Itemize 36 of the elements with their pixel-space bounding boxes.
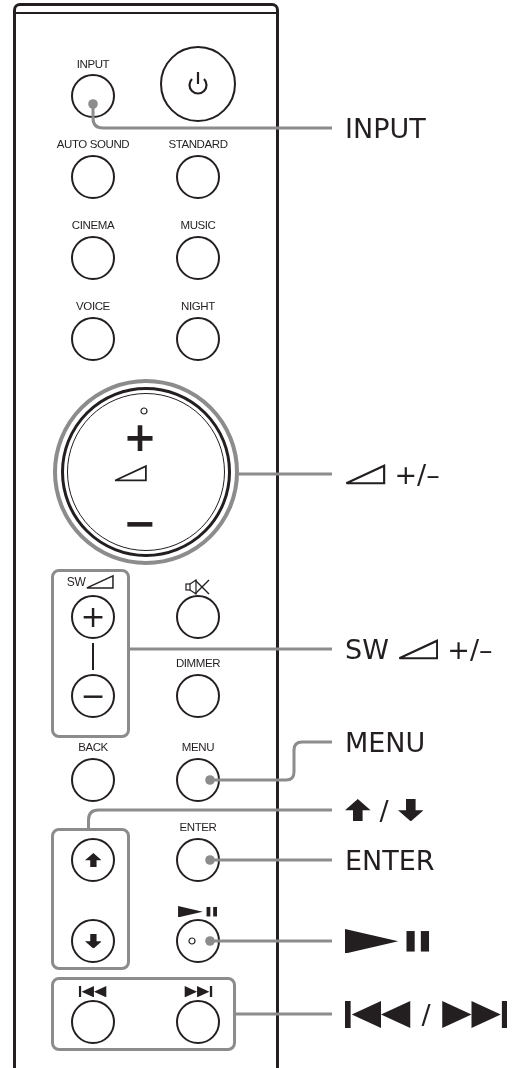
button-symbol: −	[80, 681, 106, 711]
connector-line	[92, 642, 94, 671]
button-label: VOICE	[75, 299, 111, 313]
leader-line	[239, 472, 332, 476]
button-label: BACK	[77, 740, 109, 754]
button-group-frame	[51, 569, 130, 738]
button-label: MENU	[180, 740, 216, 754]
button-label: AUTO SOUND	[55, 137, 131, 151]
leader-line	[88, 99, 332, 130]
dial-symbol: +	[122, 417, 158, 457]
button-group-frame	[51, 828, 130, 970]
callout-label: ENTER	[345, 844, 435, 876]
button-group-frame	[51, 977, 236, 1051]
callout-label: +/–	[447, 633, 493, 665]
group-label: SW	[66, 574, 86, 589]
remote-control-body	[13, 3, 279, 1068]
leader-line	[236, 1012, 332, 1016]
button-label: STANDARD	[167, 137, 229, 151]
button-label: INPUT	[75, 57, 111, 71]
leader-line	[205, 936, 332, 946]
button-label: DIMMER	[174, 656, 222, 670]
leader-line	[205, 740, 332, 785]
callout-label: MENU	[345, 726, 426, 758]
button-label: NIGHT	[180, 299, 216, 313]
callout-label: +/–	[394, 458, 440, 490]
button-label: MUSIC	[179, 218, 217, 232]
callout-label: /	[421, 998, 431, 1030]
dial-symbol: −	[122, 503, 158, 543]
callout-label: /	[379, 794, 389, 826]
leader-line	[205, 855, 332, 865]
callout-label: SW	[345, 633, 389, 665]
callout-label: INPUT	[345, 112, 426, 144]
button-label: CINEMA	[70, 218, 116, 232]
leader-line	[130, 647, 332, 651]
button-symbol: +	[80, 602, 106, 632]
button-label: ENTER	[178, 820, 218, 834]
